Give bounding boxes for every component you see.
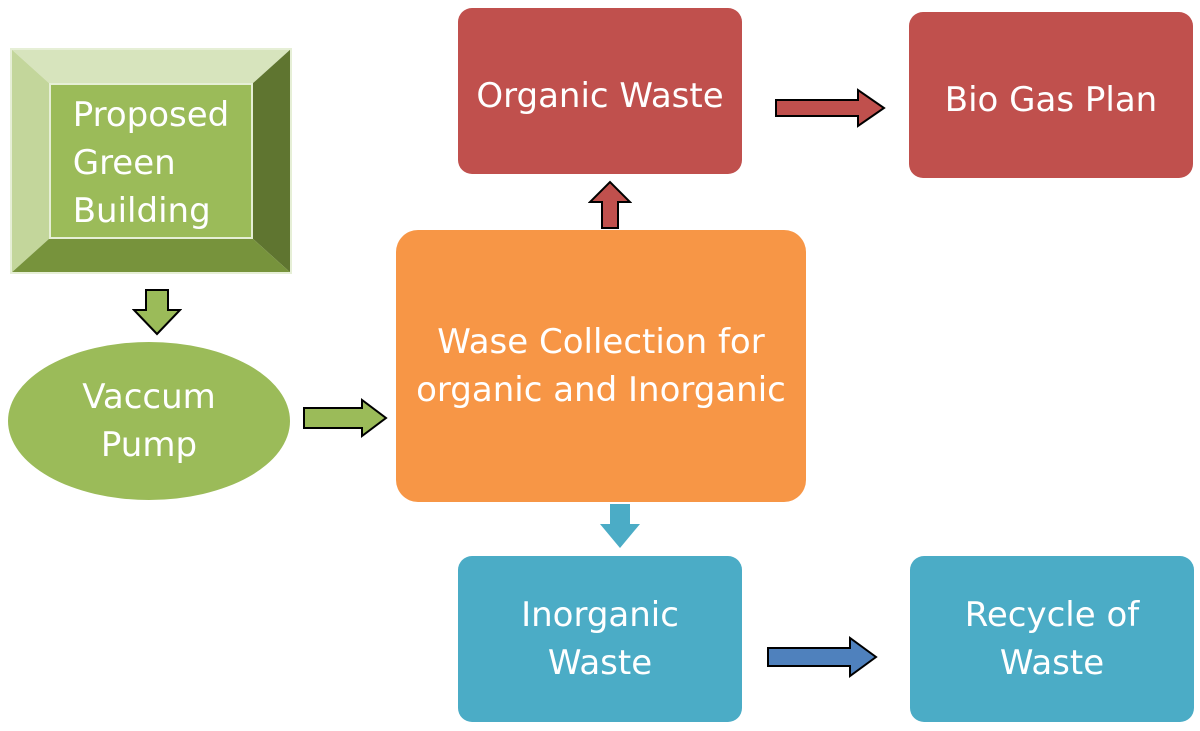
arrow-down-to-inorganic [600,504,640,548]
green-building-node: Proposed Green Building [10,48,292,274]
organic-waste-node: Organic Waste [458,8,742,174]
bio-gas-plan-node: Bio Gas Plan [909,12,1193,178]
vacuum-pump-node: Vaccum Pump [8,342,290,500]
bevel-frame [10,48,292,274]
waste-collection-node: Wase Collection for organic and Inorgani… [396,230,806,502]
inorganic-waste-label: Inorganic Waste [521,595,679,683]
arrow-up-to-organic [588,180,632,229]
waste-collection-label: Wase Collection for organic and Inorgani… [416,322,786,410]
arrow-right-to-collection [303,398,388,438]
recycle-waste-node: Recycle of Waste [910,556,1194,722]
inorganic-waste-node: Inorganic Waste [458,556,742,722]
arrow-down-to-pump [132,289,182,336]
green-building-label: Proposed Green Building [72,95,230,231]
organic-waste-label: Organic Waste [476,76,724,116]
arrow-right-to-biogas [775,88,886,128]
vacuum-pump-label: Vaccum Pump [82,377,216,465]
recycle-waste-label: Recycle of Waste [964,595,1140,683]
arrow-right-to-recycle [767,636,878,678]
bio-gas-plan-label: Bio Gas Plan [944,80,1158,120]
